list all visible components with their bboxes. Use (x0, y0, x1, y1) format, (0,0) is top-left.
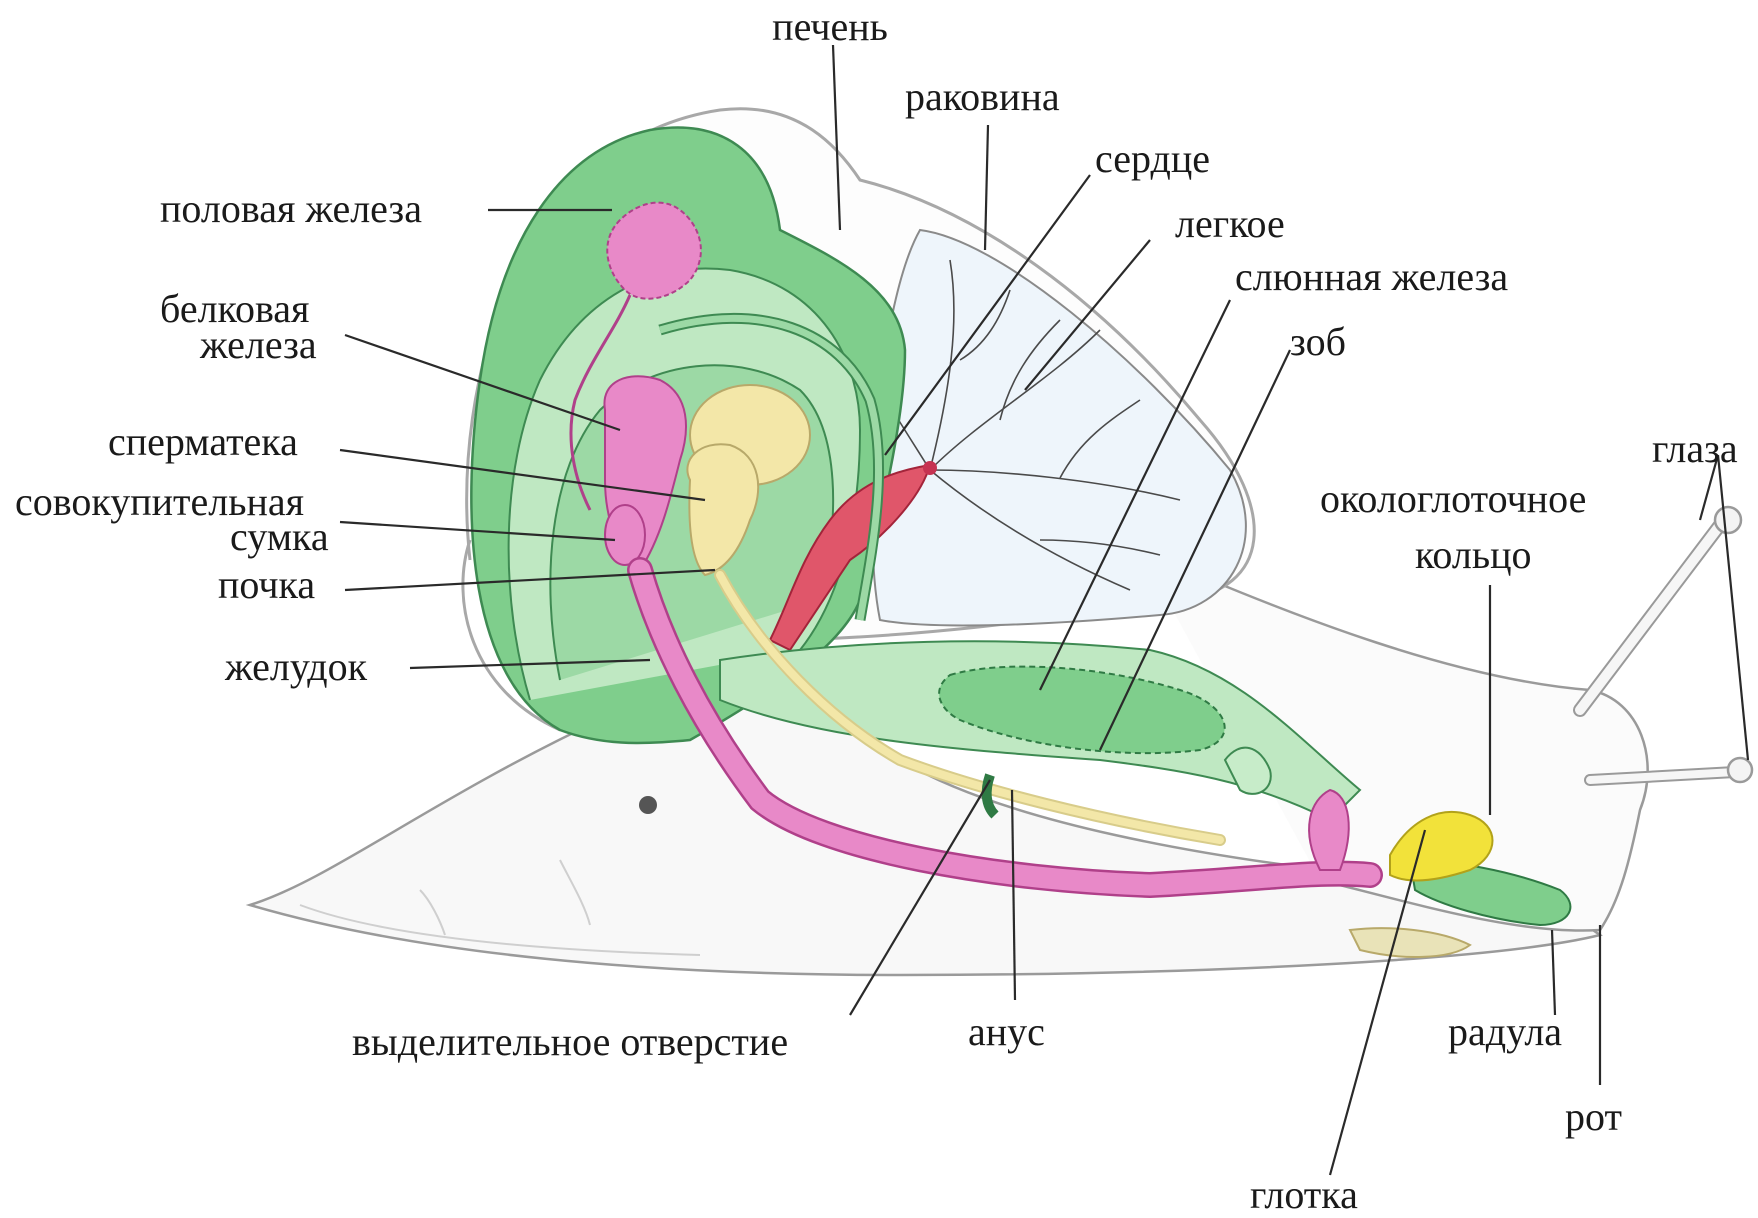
label-stomach: желудок (224, 644, 368, 689)
label-lung: легкое (1175, 201, 1285, 246)
label-anus: анус (968, 1009, 1045, 1054)
label-kidney: почка (218, 562, 315, 607)
label-albumen-gland-line2: железа (199, 322, 317, 367)
label-heart: сердце (1095, 136, 1210, 181)
label-spermatheca: сперматека (108, 419, 298, 464)
label-radula: радула (1448, 1009, 1562, 1054)
breathing-pore (639, 796, 657, 814)
label-gonad: половая железа (160, 186, 422, 231)
label-copulatory-bursa-line2: сумка (230, 514, 329, 559)
label-nerve-ring-line1: окологлоточное (1320, 476, 1586, 521)
label-shell: раковина (905, 74, 1060, 119)
label-excretory-pore: выделительное отверстие (352, 1019, 788, 1064)
label-nerve-ring-line2: кольцо (1415, 532, 1531, 577)
label-liver: печень (772, 4, 888, 49)
label-salivary-gland: слюнная железа (1235, 254, 1508, 299)
lower-eye-icon (1728, 758, 1752, 782)
label-pharynx: глотка (1250, 1172, 1358, 1213)
label-crop: зоб (1290, 319, 1346, 364)
upper-eye-icon (1715, 507, 1741, 533)
label-mouth: рот (1565, 1094, 1622, 1139)
label-eyes: глаза (1652, 426, 1738, 471)
